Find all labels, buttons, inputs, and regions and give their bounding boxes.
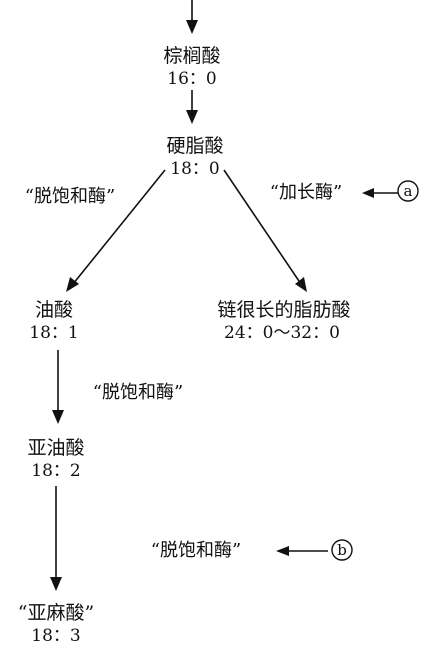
node-stearic-name: 硬脂酸 (166, 135, 223, 157)
arrow-linoleic-to-linolenic-head (50, 577, 62, 591)
marker-b-letter: b (337, 541, 347, 559)
arrow-into-palmitic-head (186, 20, 198, 34)
arrow-palmitic-to-stearic-head (186, 110, 198, 124)
enzyme-label-desaturase-2: “脱饱和酶” (93, 382, 183, 403)
enzyme-label-desaturase-3: “脱饱和酶” (151, 540, 241, 561)
arrow-oleic-to-linoleic-head (52, 410, 64, 424)
marker-a-circle (397, 180, 419, 202)
marker-a: a (397, 180, 419, 202)
arrow-stearic-to-very-long (223, 169, 302, 285)
arrow-stearic-to-oleic (72, 169, 166, 285)
node-oleic-name: 油酸 (35, 299, 73, 321)
node-palmitic: 棕榈酸 16：0 (163, 45, 220, 89)
marker-b-circle (331, 539, 353, 561)
arrow-stearic-to-very-long-head (295, 277, 307, 292)
node-linoleic: 亚油酸 18：2 (27, 437, 84, 481)
enzyme-label-desaturase-1: “脱饱和酶” (25, 186, 115, 207)
enzyme-label-elongase: “加长酶” (270, 182, 342, 203)
arrows (50, 0, 398, 591)
node-oleic: 油酸 18：1 (29, 299, 78, 343)
arrow-marker-a-head (362, 188, 374, 198)
node-very-long-name: 链很长的脂肪酸 (217, 299, 350, 321)
node-very-long: 链很长的脂肪酸 24：0～32：0 (217, 299, 350, 343)
node-linoleic-name: 亚油酸 (27, 437, 84, 459)
node-stearic: 硬脂酸 18：0 (166, 135, 223, 179)
node-palmitic-name: 棕榈酸 (163, 45, 220, 67)
node-stearic-ratio: 18：0 (170, 159, 219, 179)
node-oleic-ratio: 18：1 (29, 323, 78, 343)
node-linoleic-ratio: 18：2 (31, 461, 80, 481)
node-linolenic: “亚麻酸” 18：3 (18, 602, 94, 646)
marker-a-letter: a (404, 182, 413, 200)
node-very-long-ratio: 24：0～32：0 (224, 323, 340, 343)
arrow-marker-b-head (276, 546, 289, 556)
arrow-stearic-to-oleic-head (66, 277, 79, 292)
marker-b: b (331, 539, 353, 561)
node-linolenic-name: “亚麻酸” (18, 602, 94, 624)
node-palmitic-ratio: 16：0 (167, 69, 216, 89)
node-linolenic-ratio: 18：3 (31, 626, 80, 646)
